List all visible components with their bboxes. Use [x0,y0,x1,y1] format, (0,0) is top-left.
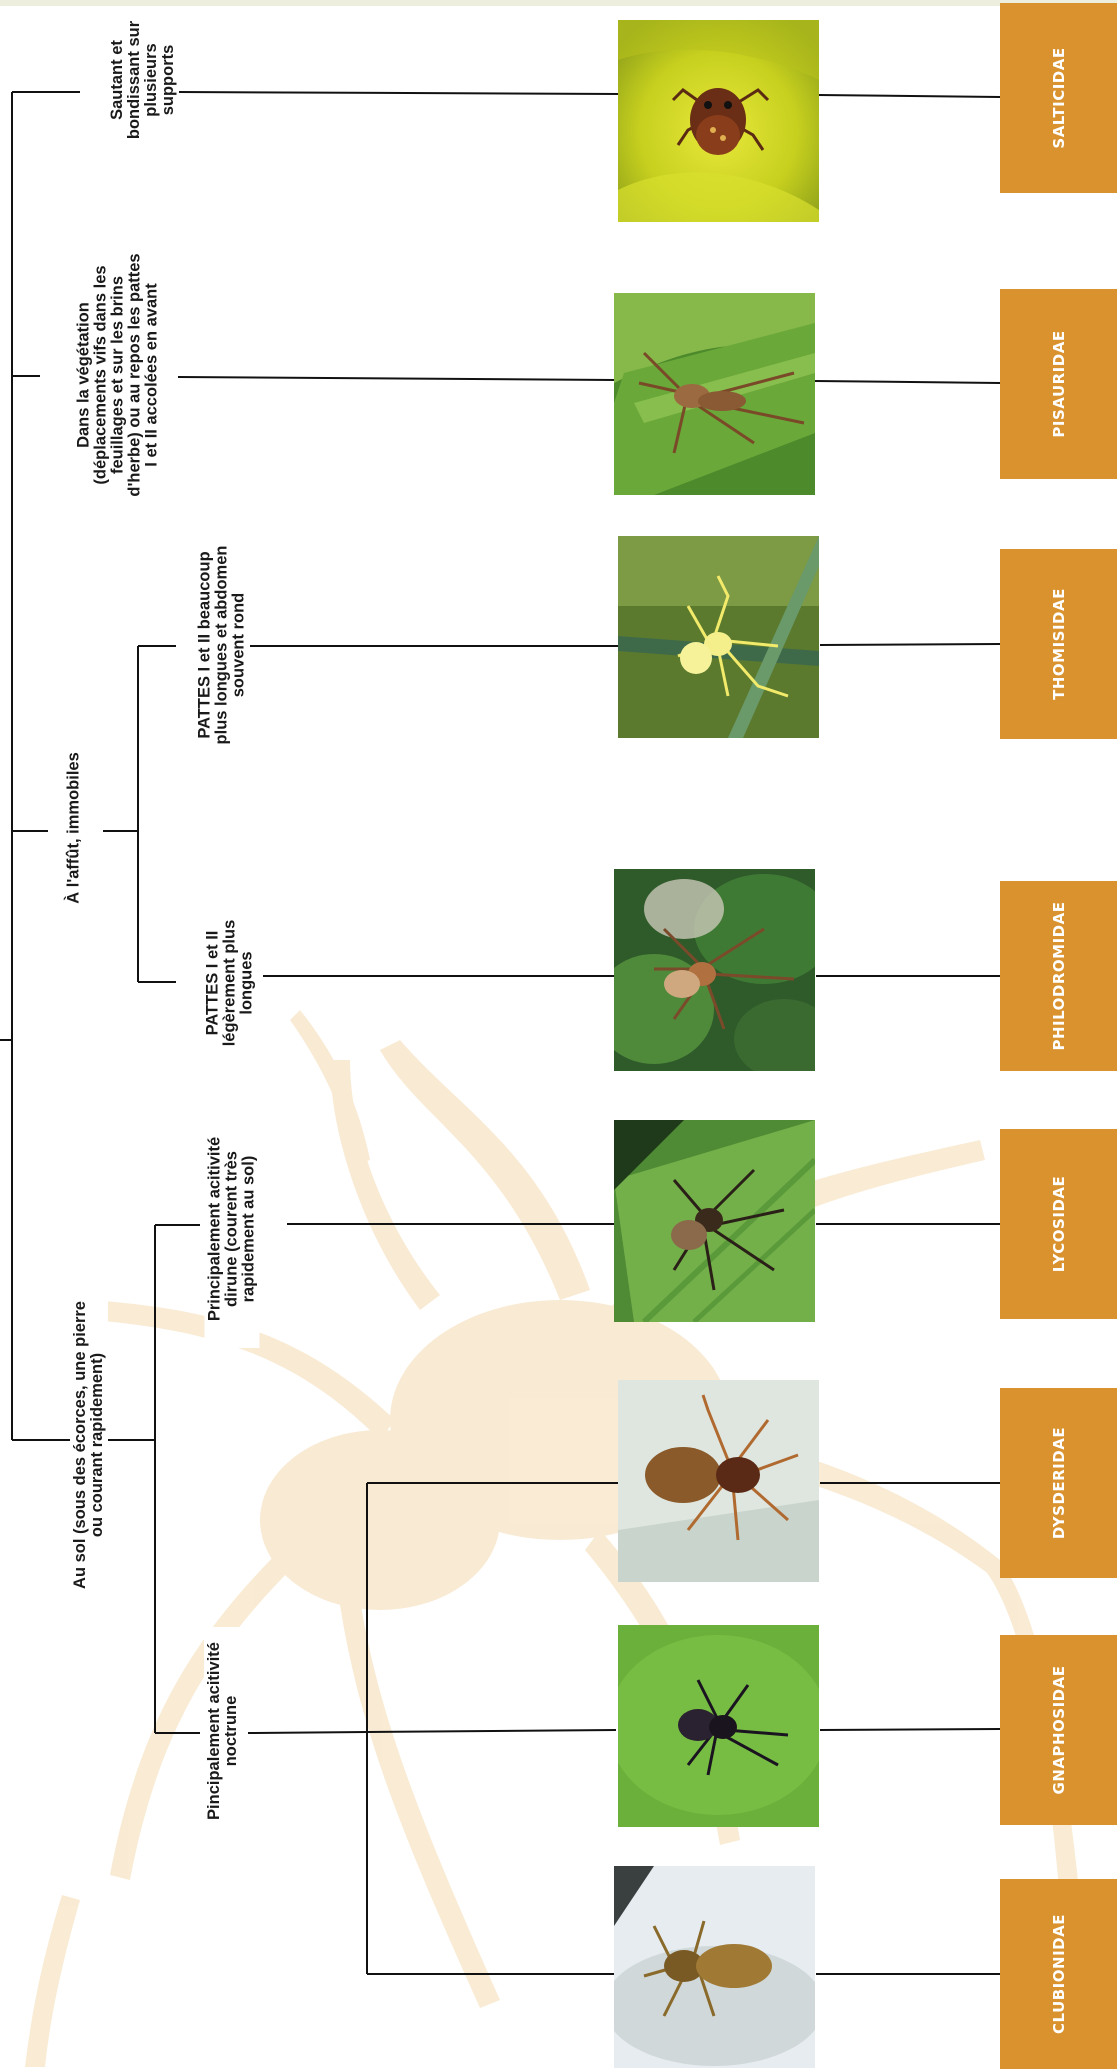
photo-dysderidae [618,1380,819,1582]
subcategory-label-nocturne: Pincipalement acitivité noctrune [204,1627,242,1835]
sac-spider-photo-icon [614,1866,815,2068]
family-name: DYSDERIDAE [1050,1427,1068,1539]
category-label-sol: Au sol (sous des écorces, une pierre ou … [70,1291,108,1599]
photo-pisauridae [614,293,815,495]
subcategory-label-pattes-longues: PATTES I et II beaucoup plus longues et … [195,531,250,759]
photo-lycosidae [614,1120,815,1322]
category-label-vegetation: Dans la végétation (déplacements vifs da… [74,246,163,504]
nursery-web-spider-photo-icon [614,293,815,495]
photo-clubionidae [614,1866,815,2068]
family-name: GNAPHOSIDAE [1050,1666,1068,1795]
family-name: SALTICIDAE [1050,47,1068,148]
wolf-spider-photo-icon [614,1120,815,1322]
family-name: THOMISIDAE [1050,588,1068,700]
crab-spider-photo-icon [618,536,819,738]
photo-thomisidae [618,536,819,738]
family-box-clubionidae: CLUBIONIDAE [1000,1879,1117,2069]
category-label-affut: À l'affût, immobiles [64,729,85,927]
category-label-saut: Sautant et bondissant sur plusieurs supp… [107,6,179,154]
family-name: PISAURIDAE [1050,330,1068,437]
family-box-dysderidae: DYSDERIDAE [1000,1388,1117,1578]
family-box-salticidae: SALTICIDAE [1000,3,1117,193]
family-box-thomisidae: THOMISIDAE [1000,549,1117,739]
subcategory-label-pattes-legeres: PATTES I et II légèrement plus longues [203,909,258,1057]
family-box-pisauridae: PISAURIDAE [1000,289,1117,479]
woodlouse-hunter-photo-icon [618,1380,819,1582]
photo-gnaphosidae [618,1625,819,1827]
family-name: CLUBIONIDAE [1050,1914,1068,2034]
family-box-gnaphosidae: GNAPHOSIDAE [1000,1635,1117,1825]
running-crab-spider-photo-icon [614,869,815,1071]
photo-salticidae [618,20,819,222]
subcategory-label-diurne: Principalement acitivité dirune (courent… [205,1110,260,1348]
family-box-lycosidae: LYCOSIDAE [1000,1129,1117,1319]
jumping-spider-photo-icon [618,20,819,222]
family-name: PHILODROMIDAE [1050,902,1068,1051]
photo-philodromidae [614,869,815,1071]
ground-spider-photo-icon [618,1625,819,1827]
family-box-philodromidae: PHILODROMIDAE [1000,881,1117,1071]
family-name: LYCOSIDAE [1050,1176,1068,1273]
